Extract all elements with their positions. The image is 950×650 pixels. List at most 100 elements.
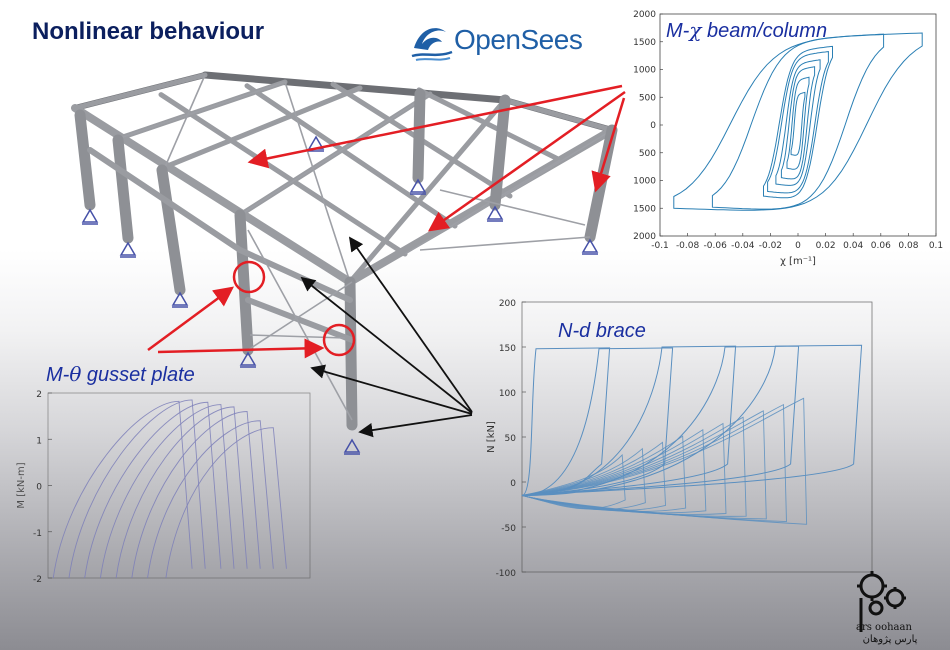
frame-column xyxy=(112,134,134,244)
frame-brace xyxy=(454,129,613,227)
frame-column xyxy=(489,94,511,211)
frame-brace xyxy=(439,189,586,226)
beam-column-label: M-χ beam/column xyxy=(666,18,827,43)
y-tick-label: 1000 xyxy=(633,177,656,187)
beam-label-suffix: beam/column xyxy=(701,20,828,42)
y-tick-label: -1 xyxy=(33,529,42,539)
gusset-label-symbol: θ xyxy=(69,362,82,386)
hysteresis-loop xyxy=(790,91,806,156)
frame-column xyxy=(74,109,96,211)
support-icon xyxy=(81,208,99,225)
beam-label-symbol: χ xyxy=(689,18,702,42)
frame-column xyxy=(344,276,358,431)
y-tick-label: 1500 xyxy=(633,38,656,48)
gusset-chart-svg: 210-1-2M [kN-m] xyxy=(16,390,311,585)
y-tick-label: 0 xyxy=(510,479,516,489)
x-tick-label: -0.08 xyxy=(676,241,700,251)
watermark-logo: ars oohaan پارس پژوهان xyxy=(850,568,946,648)
y-tick-label: 2000 xyxy=(633,10,656,20)
frame-column xyxy=(156,164,186,296)
watermark-farsi: پارس پژوهان xyxy=(863,634,918,645)
x-tick-label: -0.02 xyxy=(759,241,782,251)
wall-girt xyxy=(245,297,355,343)
support-triangle xyxy=(239,351,257,366)
gusset-label: M-θ gusset plate xyxy=(46,362,195,387)
frame-brace xyxy=(247,229,353,421)
frame-brace xyxy=(247,281,353,351)
gusset-highlight-circle xyxy=(232,260,266,294)
brace-chart-svg: 200 150 100 50 0 -50 -100 N [kN] xyxy=(486,299,873,579)
y-tick-label: 500 xyxy=(639,149,656,159)
frame-brace xyxy=(404,159,561,255)
roof-purlin xyxy=(416,87,563,163)
beam-label-prefix: M- xyxy=(666,20,690,42)
gusset-loop xyxy=(99,404,235,579)
gusset-label-suffix: gusset plate xyxy=(81,364,195,386)
frame-brace xyxy=(239,93,431,216)
x-axis-label: χ [m⁻¹] xyxy=(780,256,816,266)
y-tick-label: 150 xyxy=(499,344,516,354)
y-tick-label: 1000 xyxy=(633,66,656,76)
support-triangle xyxy=(343,438,361,453)
roof-rafter xyxy=(162,85,363,170)
y-tick-label: -50 xyxy=(501,524,516,534)
frame-supports xyxy=(81,135,599,455)
brace-inner-loop xyxy=(521,447,646,511)
gusset-label-prefix: M- xyxy=(46,364,70,386)
roof-rafter xyxy=(347,97,508,285)
y-tick-label: -100 xyxy=(496,569,517,579)
hysteresis-loop xyxy=(767,51,829,194)
y-tick-label: 100 xyxy=(499,389,516,399)
support-icon xyxy=(486,205,504,222)
black-arrow xyxy=(300,276,473,414)
support-triangle xyxy=(486,205,504,220)
gusset-loop xyxy=(147,420,274,579)
y-tick-label: 50 xyxy=(505,434,517,444)
red-arrow xyxy=(147,286,235,352)
hysteresis-loop xyxy=(775,59,821,186)
y-tick-label: 0 xyxy=(650,121,656,131)
brace-inner-loop xyxy=(521,441,666,511)
red-arrow xyxy=(157,338,325,359)
support-icon xyxy=(119,241,137,258)
black-arrow xyxy=(358,414,473,438)
black-arrow xyxy=(348,236,473,413)
brace-loop xyxy=(521,345,800,496)
frame-brace xyxy=(249,334,346,339)
y-tick-label: 200 xyxy=(499,299,516,309)
gusset-loop xyxy=(68,399,206,579)
brace-loop xyxy=(521,347,674,496)
y-axis-label: N [kN] xyxy=(486,421,497,453)
y-tick-label: 500 xyxy=(639,93,656,103)
roof-purlin xyxy=(244,83,458,229)
x-tick-label: -0.06 xyxy=(704,241,728,251)
support-icon xyxy=(409,178,427,195)
hysteresis-loop xyxy=(763,45,833,199)
support-icon xyxy=(171,291,189,308)
plot-area xyxy=(47,392,311,579)
support-triangle xyxy=(171,291,189,306)
hysteresis-loop xyxy=(786,76,810,170)
red-arrow xyxy=(591,97,626,193)
hysteresis-loop xyxy=(673,32,923,211)
frame-brace xyxy=(164,74,206,168)
x-tick-label: 0.08 xyxy=(898,241,918,251)
frame-brace xyxy=(419,236,591,251)
gusset-loop xyxy=(52,400,193,579)
support-icon xyxy=(581,238,599,255)
gusset-loop xyxy=(84,401,222,579)
red-arrow xyxy=(427,90,626,232)
red-arrow xyxy=(247,84,623,169)
gear-icon: ars oohaan پارس پژوهان xyxy=(856,571,918,645)
x-tick-label: -0.1 xyxy=(651,241,669,251)
support-triangle xyxy=(581,238,599,253)
frame-brace xyxy=(284,81,351,283)
x-tick-label: 0.02 xyxy=(816,241,836,251)
annotation-arrows xyxy=(147,84,626,438)
brace-loop xyxy=(521,344,863,496)
hysteresis-loop xyxy=(711,33,885,210)
frame-brace xyxy=(119,81,286,139)
brace-chart: 200 150 100 50 0 -50 -100 N [kN] xyxy=(480,290,880,590)
